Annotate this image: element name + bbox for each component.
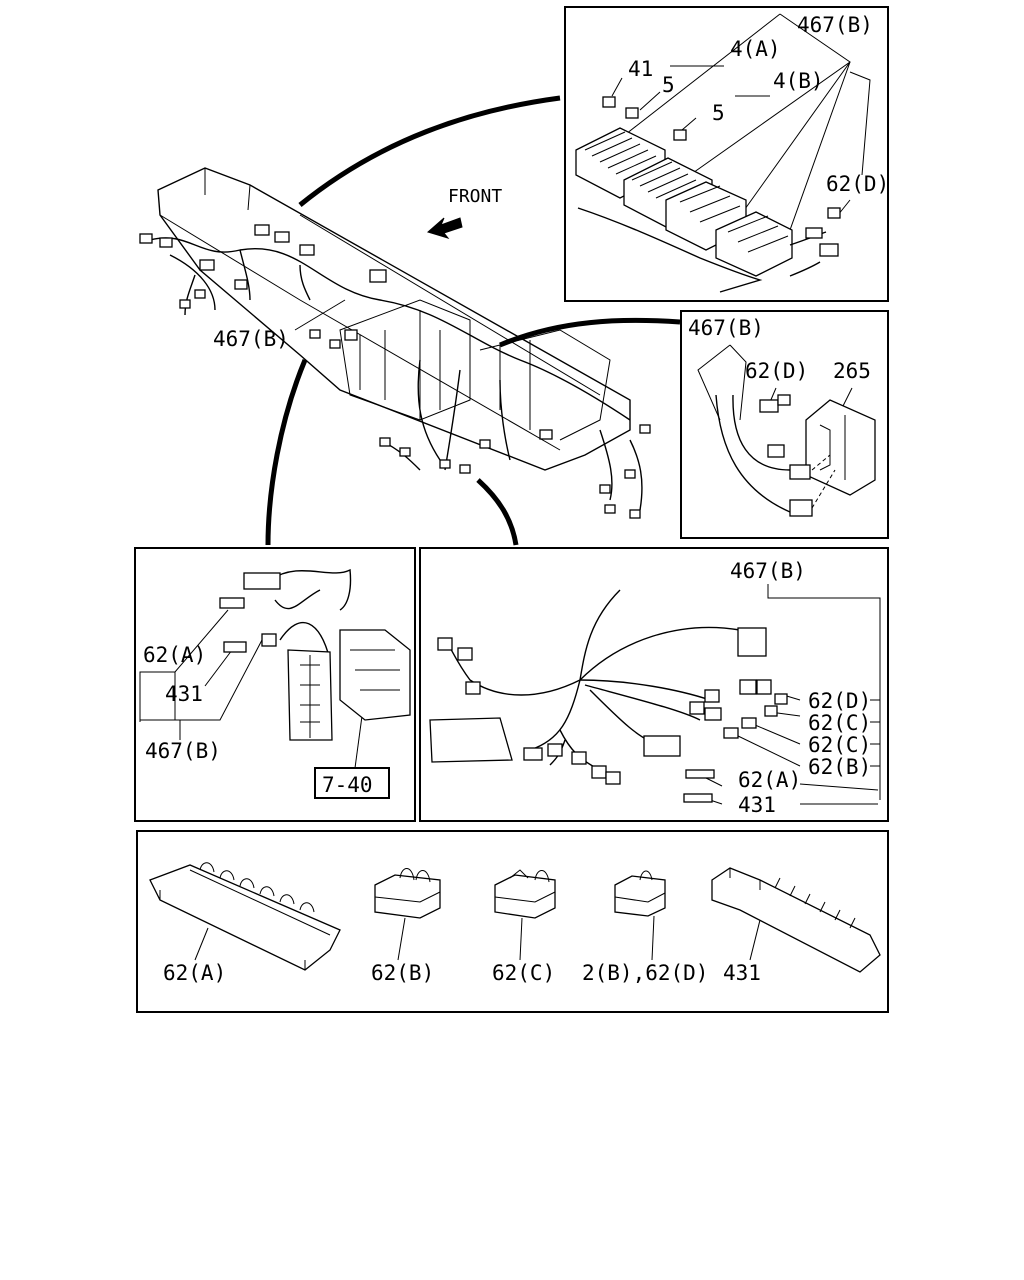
right-panel-label-c6: 431 [738,793,776,817]
connector-panel-harness-label: 467(B) [688,316,764,340]
right-panel-label-c1: 62(D) [808,689,871,713]
right-panel-label-c2: 62(C) [808,711,871,735]
legend-label-62a: 62(A) [163,961,226,985]
right-panel-label-c4: 62(B) [808,755,871,779]
front-arrow-icon [426,217,463,239]
fuse-box-panel: 467(B) 41 4(A) 5 4(B) 5 62(D) [564,6,889,302]
left-panel-harness-label: 467(B) [145,739,221,763]
left-detail-panel: 62(A) 431 467(B) 7-40 [134,547,416,822]
right-panel-label-c5: 62(A) [738,768,801,792]
legend-item-62a: 62(A) [149,862,341,985]
legend-label-62d: 2(B),62(D) [582,961,708,985]
right-panel-harness-label: 467(B) [730,559,806,583]
callout-arc-right-detail [476,478,519,546]
right-panel-label-c3: 62(C) [808,733,871,757]
fuse-panel-label-5b: 5 [712,101,725,125]
fuse-panel-label-41: 41 [628,57,653,81]
connector-265-panel: 467(B) 62(D) 265 [680,310,889,539]
parts-legend-panel: 62(A) 62(B) 62(C) 2(B),62(D) [136,830,889,1013]
legend-label-62c: 62(C) [492,961,555,985]
left-panel-label-62a: 62(A) [143,643,206,667]
callout-arc-connector-265 [499,317,681,348]
fuse-panel-label-62d: 62(D) [826,172,889,196]
callout-arc-left-detail [265,359,308,546]
left-panel-ref-label: 7-40 [322,773,373,797]
connector-panel-label-265: 265 [833,359,871,383]
legend-item-62d: 2(B),62(D) [582,870,708,985]
fuse-panel-harness-label: 467(B) [797,13,873,37]
legend-item-431: 431 [711,867,881,985]
ref-box-7-40 [314,767,390,799]
front-direction-indicator: FRONT [426,186,502,239]
connector-panel-label-62d: 62(D) [745,359,808,383]
legend-item-62c: 62(C) [492,869,556,985]
legend-item-62b: 62(B) [371,868,441,985]
dashboard-harness-view: 467(B) [139,167,651,519]
right-detail-panel: 467(B) 62(D) 62(C) 62(C) 62(B) 62(A) 431 [419,547,889,822]
fuse-panel-label-5a: 5 [662,73,675,97]
left-panel-label-431: 431 [165,682,203,706]
legend-label-431: 431 [723,961,761,985]
legend-label-62b: 62(B) [371,961,434,985]
fuse-panel-label-4a: 4(A) [730,37,781,61]
front-label: FRONT [448,186,502,207]
main-harness-label: 467(B) [213,327,289,351]
fuse-panel-label-4b: 4(B) [773,69,824,93]
callout-arc-fuse-boxes [298,95,561,207]
